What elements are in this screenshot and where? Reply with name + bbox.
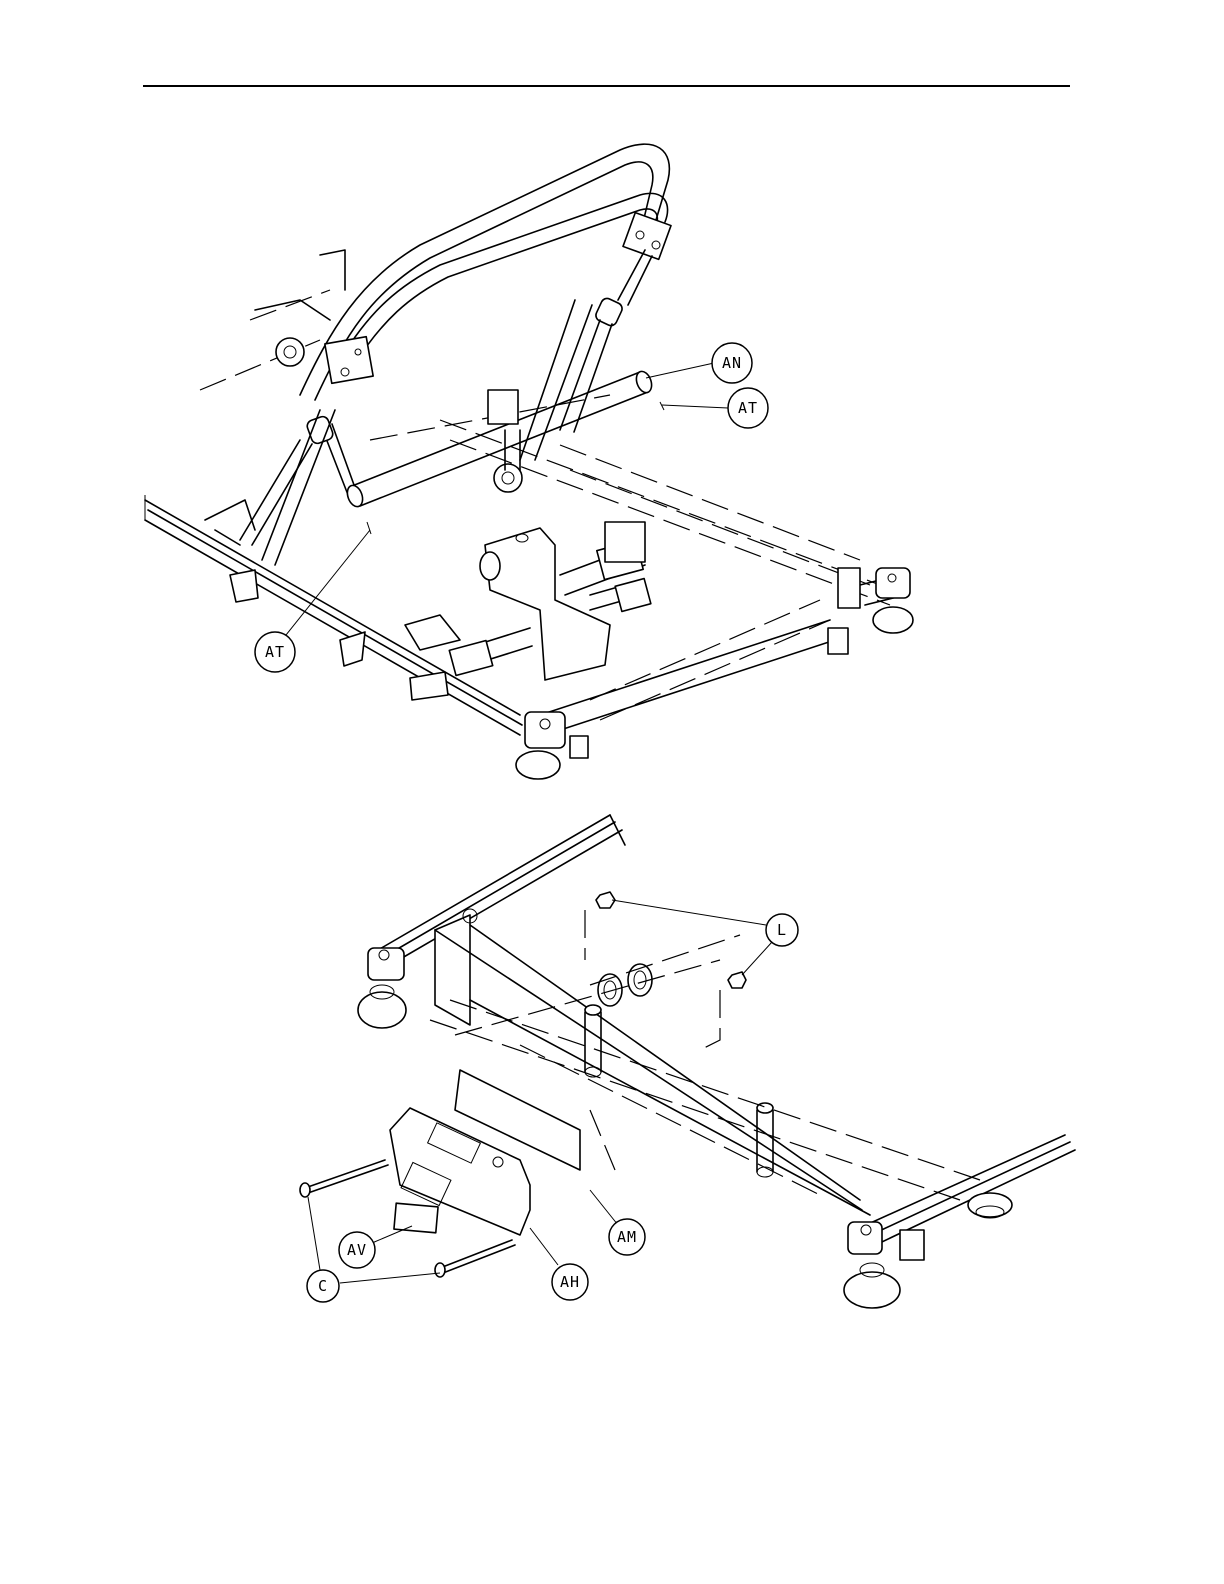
svg-text:C: C xyxy=(318,1277,328,1295)
callout-av: AV xyxy=(339,1232,375,1268)
svg-text:AV: AV xyxy=(347,1241,367,1259)
callout-an: AN xyxy=(712,343,752,383)
callout-c: C xyxy=(307,1270,339,1302)
callout-l: L xyxy=(766,914,798,946)
lower-assembly-drawing xyxy=(300,815,1075,1308)
svg-text:AT: AT xyxy=(265,643,285,661)
svg-text:AH: AH xyxy=(560,1273,580,1291)
callout-at-upper: AT xyxy=(728,388,768,428)
svg-text:AN: AN xyxy=(722,354,742,372)
callout-at-lower: AT xyxy=(255,632,295,672)
svg-text:AM: AM xyxy=(617,1228,637,1246)
callout-ah: AH xyxy=(552,1264,588,1300)
callout-am: AM xyxy=(609,1219,645,1255)
upper-assembly-drawing xyxy=(145,144,913,779)
svg-text:AT: AT xyxy=(738,399,758,417)
svg-text:L: L xyxy=(777,921,787,939)
